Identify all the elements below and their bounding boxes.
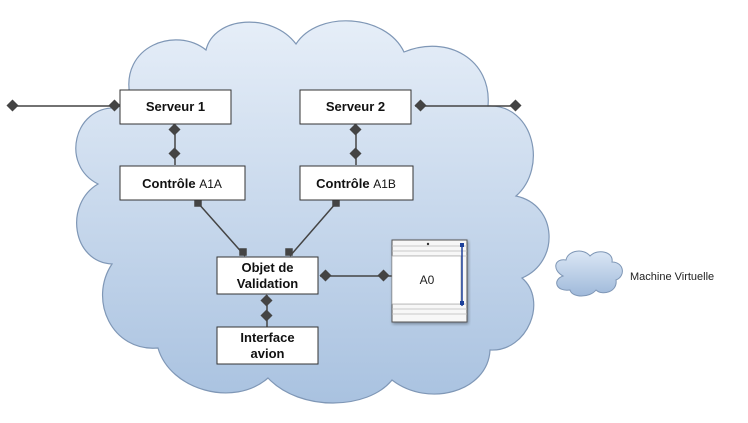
link-controle-a1a-objet (197, 202, 246, 257)
controle-a1b-label: Contrôle (316, 176, 373, 191)
node-controle-a1a: Contrôle A1A (119, 165, 246, 201)
connectors (6, 99, 522, 328)
serveur2-label: Serveur 2 (326, 99, 385, 114)
endpoint-diamond (414, 99, 427, 112)
endpoint-diamond (319, 269, 332, 282)
node-controle-a1b: Contrôle A1B (299, 165, 414, 201)
controle-a1b-sub: A1B (373, 177, 396, 191)
a0-label: A0 (420, 273, 435, 287)
node-interface-avion: Interface avion (216, 326, 319, 365)
endpoint-diamond (349, 147, 362, 160)
endpoint-diamond (108, 99, 121, 112)
legend-label: Machine Virtuelle (630, 271, 714, 283)
serveur1-label: Serveur 1 (146, 99, 205, 114)
legend: Machine Virtuelle (555, 250, 714, 297)
endpoint-square (239, 248, 247, 256)
interface-avion-line2: avion (251, 346, 285, 361)
endpoint-diamond (349, 123, 362, 136)
endpoint-square (194, 199, 202, 207)
link-controle-a1b-objet (289, 202, 337, 257)
endpoint-diamond (168, 123, 181, 136)
controle-a1a-label: Contrôle (142, 176, 199, 191)
legend-cloud-icon (555, 250, 623, 297)
controle-a1a-sub: A1A (199, 177, 222, 191)
endpoint-square (332, 199, 340, 207)
endpoint-diamond (168, 147, 181, 160)
svg-text:Contrôle A1A: Contrôle A1A (142, 176, 222, 191)
objet-validation-line2: Validation (237, 276, 298, 291)
endpoint-square (285, 248, 293, 256)
node-serveur1: Serveur 1 (119, 89, 232, 125)
endpoint-diamond (260, 294, 273, 307)
objet-validation-line1: Objet de (241, 260, 293, 275)
node-a0-panel: A0 (391, 239, 468, 323)
node-objet-validation: Objet de Validation (216, 256, 319, 295)
endpoint-diamond (6, 99, 19, 112)
endpoint-diamond (260, 309, 273, 322)
svg-text:Contrôle A1B: Contrôle A1B (316, 176, 396, 191)
endpoint-diamond (509, 99, 522, 112)
endpoint-diamond (377, 269, 390, 282)
node-serveur2: Serveur 2 (299, 89, 412, 125)
interface-avion-line1: Interface (240, 330, 294, 345)
